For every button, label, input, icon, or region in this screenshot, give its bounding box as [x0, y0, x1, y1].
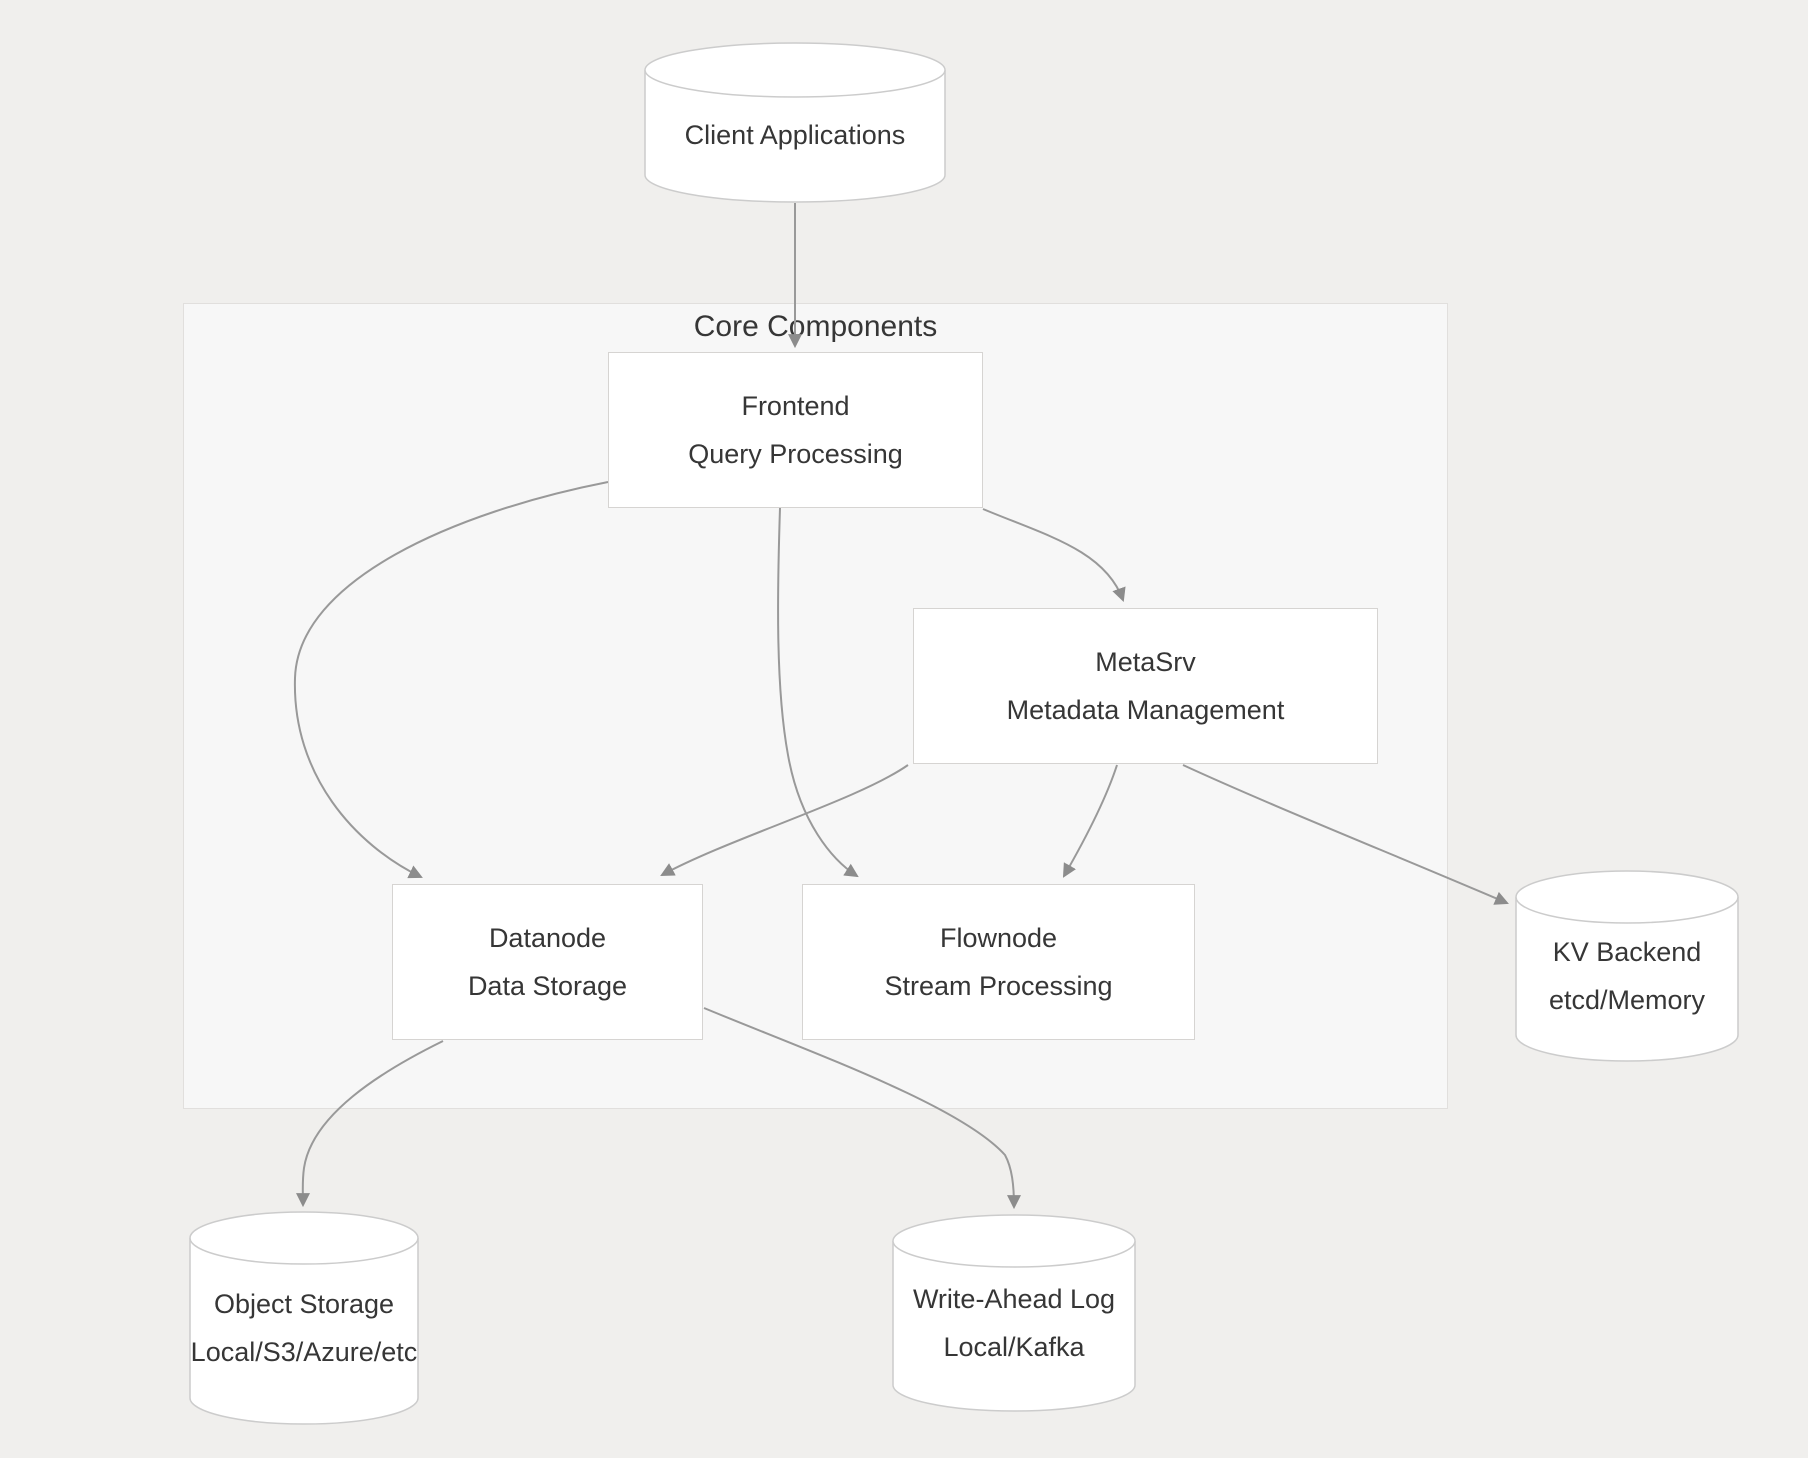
node-title: MetaSrv	[1095, 647, 1196, 677]
node-datanode: Datanode Data Storage	[392, 884, 703, 1040]
node-flownode: Flownode Stream Processing	[802, 884, 1195, 1040]
node-title: Flownode	[939, 923, 1058, 953]
node-subtitle: Data Storage	[467, 971, 628, 1001]
node-subtitle: Query Processing	[688, 439, 903, 469]
node-title: Client Applications	[684, 120, 906, 150]
node-kv-backend: KV Backend etcd/Memory	[1486, 897, 1768, 1055]
node-title: Datanode	[488, 923, 607, 953]
node-client-applications: Client Applications	[645, 74, 945, 196]
edge-frontend-flownode	[777, 507, 859, 878]
node-title: KV Backend	[1552, 937, 1702, 967]
edge-frontend-metasrv	[982, 508, 1126, 602]
node-subtitle: Metadata Management	[1006, 695, 1285, 725]
core-components-label: Core Components	[693, 310, 938, 343]
node-metasrv: MetaSrv Metadata Management	[913, 608, 1378, 764]
edge-metasrv-flownode	[1062, 764, 1118, 878]
edge-datanode-objectstorage	[295, 1040, 444, 1208]
edge-datanode-wal	[703, 1007, 1021, 1210]
wal-cylinder-shape	[892, 1214, 1136, 1412]
node-subtitle: Local/Kafka	[943, 1332, 1085, 1362]
node-frontend: Frontend Query Processing	[608, 352, 983, 508]
edge-metasrv-datanode	[660, 764, 909, 877]
object-storage-cylinder-shape	[189, 1211, 419, 1425]
kv-backend-cylinder-shape	[1515, 870, 1739, 1062]
edge-frontend-datanode	[293, 481, 609, 879]
node-subtitle: Stream Processing	[884, 971, 1113, 1001]
node-write-ahead-log: Write-Ahead Log Local/Kafka	[853, 1243, 1175, 1403]
node-title: Frontend	[741, 391, 850, 421]
client-cylinder-shape	[644, 42, 946, 203]
edge-metasrv-kvbackend	[1182, 764, 1509, 905]
node-title: Write-Ahead Log	[912, 1284, 1116, 1314]
node-subtitle: etcd/Memory	[1548, 985, 1706, 1015]
node-subtitle: Local/S3/Azure/etc	[190, 1337, 418, 1367]
node-object-storage: Object Storage Local/S3/Azure/etc	[150, 1240, 458, 1416]
node-title: Object Storage	[213, 1289, 395, 1319]
